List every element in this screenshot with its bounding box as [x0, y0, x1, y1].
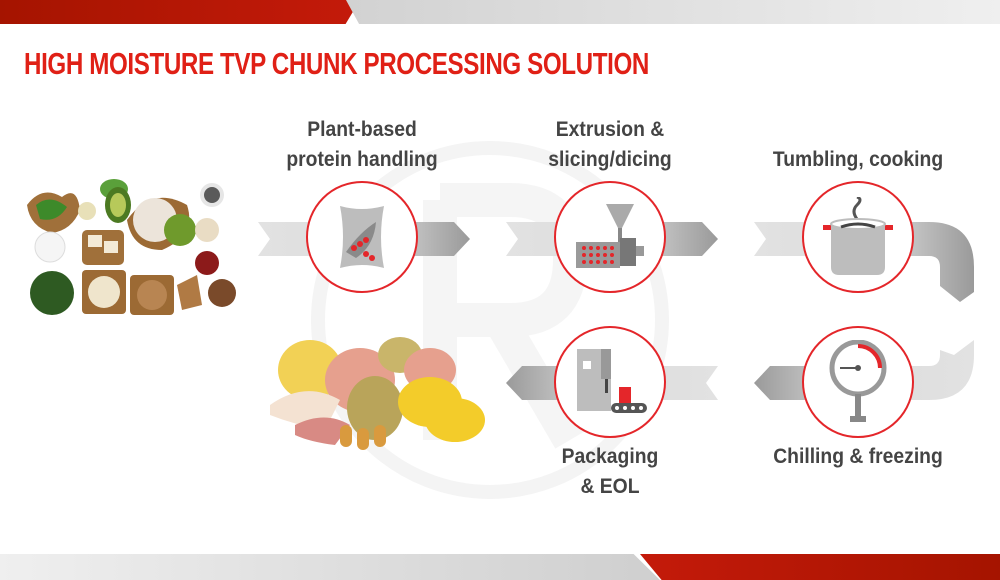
step-label-line: Tumbling, cooking	[772, 148, 944, 171]
extruder-icon	[576, 204, 644, 268]
step-circle-packaging	[554, 326, 666, 438]
raw-ingredients-image	[27, 179, 236, 315]
bottom-bar-red	[640, 554, 1000, 580]
step-circle-cooking	[802, 181, 914, 293]
step-label-line: slicing/dicing	[548, 148, 672, 171]
step-circle-extrusion	[554, 181, 666, 293]
step-label-line: Extrusion &	[555, 118, 665, 141]
step-label-line: Chilling & freezing	[773, 445, 943, 468]
step-label-line: & EOL	[580, 475, 640, 498]
step-label-cooking: Tumbling, cooking	[757, 145, 959, 175]
step-label-extrusion: Extrusion & slicing/dicing	[509, 115, 711, 175]
top-bar-red	[0, 0, 360, 24]
step-circle-protein-handling	[306, 181, 418, 293]
gauge-icon	[829, 339, 887, 422]
bottom-bar-grey	[0, 554, 660, 580]
sack-icon	[340, 206, 384, 268]
step-label-line: Packaging	[561, 445, 659, 468]
top-bar-grey	[346, 0, 1000, 24]
step-label-line: Plant-based	[307, 118, 417, 141]
cooking-pot-icon	[823, 197, 893, 275]
step-circle-chilling	[802, 326, 914, 438]
step-label-chilling: Chilling & freezing	[757, 442, 959, 472]
step-label-packaging: Packaging & EOL	[509, 442, 711, 502]
page-title: HIGH MOISTURE TVP CHUNK PROCESSING SOLUT…	[24, 46, 649, 81]
final-products-image	[270, 337, 485, 450]
step-label-line: protein handling	[286, 148, 438, 171]
packaging-machine-icon	[576, 349, 647, 413]
step-label-protein-handling: Plant-based protein handling	[261, 115, 463, 175]
